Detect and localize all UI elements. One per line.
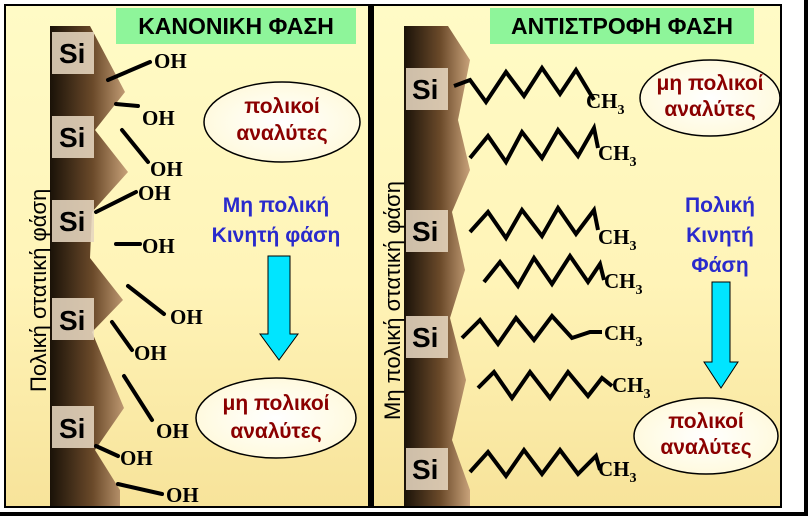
right-alkyl-chains	[453, 64, 614, 480]
reverse-phase-title: ΑΝΤΙΣΤΡΟΦΗ ΦΑΣΗ	[490, 8, 754, 44]
oval-line: αναλύτες	[236, 122, 327, 145]
oval-line: πολικοί	[244, 95, 320, 118]
ch3-group: CH3	[604, 269, 643, 298]
right-si-boxes	[406, 68, 448, 490]
oh-group: OH	[120, 446, 153, 470]
oh-group: OH	[134, 341, 167, 365]
oh-group: OH	[142, 234, 175, 258]
down-arrow-icon	[703, 281, 739, 389]
si-label: Si	[59, 38, 85, 69]
nonpolar-analytes-oval	[195, 377, 357, 459]
mobile-phase-line: Φάση	[691, 254, 748, 277]
si-box	[406, 210, 448, 252]
mobile-phase-line: Κινητή φάση	[212, 224, 341, 247]
si-box	[52, 298, 94, 340]
nonpolar-analytes-oval	[639, 59, 781, 137]
oval-line: αναλύτες	[660, 436, 751, 459]
si-box	[52, 200, 94, 242]
alkyl-chain	[476, 368, 614, 402]
oh-group: OH	[150, 157, 183, 181]
oh-group: OH	[154, 49, 187, 73]
alkyl-chain	[460, 312, 602, 348]
ch3-group: CH3	[612, 373, 651, 402]
si-label: Si	[59, 305, 85, 336]
alkyl-chain	[468, 446, 602, 480]
si-label: Si	[412, 322, 438, 353]
oh-group: OH	[156, 419, 189, 443]
panel-divider	[368, 4, 373, 508]
si-label: Si	[59, 413, 85, 444]
si-box	[52, 116, 94, 158]
oval-line: πολικοί	[668, 410, 744, 433]
oval-line: αναλύτες	[230, 420, 321, 443]
si-box	[406, 68, 448, 110]
si-label: Si	[412, 454, 438, 485]
left-stationary-phase-label: Πολική στατική φάση	[26, 189, 51, 392]
oh-group: OH	[138, 181, 171, 205]
ch3-group: CH3	[598, 457, 637, 486]
si-label: Si	[59, 206, 85, 237]
oh-group: OH	[170, 305, 203, 329]
mobile-phase-line: Πολική	[685, 194, 755, 217]
oh-group: OH	[166, 483, 199, 507]
si-label: Si	[412, 216, 438, 247]
si-label: Si	[412, 74, 438, 105]
ch3-group: CH3	[598, 141, 637, 170]
oh-group: OH	[142, 106, 175, 130]
ch3-labels: CH3 CH3 CH3 CH3 CH3 CH3 CH3	[586, 89, 651, 486]
alkyl-chain	[468, 204, 600, 242]
si-box	[406, 448, 448, 490]
alkyl-chain	[453, 64, 596, 106]
ch3-group: CH3	[598, 225, 637, 254]
mobile-phase-line: Μη πολική	[223, 194, 330, 217]
left-si-boxes	[52, 32, 94, 448]
oval-line: μη πολικοί	[222, 392, 329, 415]
si-box	[406, 316, 448, 358]
si-box	[52, 406, 94, 448]
polar-analytes-oval	[633, 397, 779, 475]
left-oh-bonds	[94, 60, 166, 496]
ch3-group: CH3	[604, 321, 643, 350]
right-silica-column	[404, 26, 470, 506]
polar-analytes-oval	[203, 81, 361, 163]
si-label: Si	[59, 122, 85, 153]
oval-line: αναλύτες	[664, 98, 755, 121]
mobile-phase-line: Κινητή	[686, 224, 754, 247]
ch3-group: CH3	[586, 89, 625, 118]
right-stationary-phase-label: Μη πολική στατική φάση	[380, 181, 405, 420]
oval-line: μη πολικοί	[656, 72, 763, 95]
alkyl-chain	[468, 122, 600, 166]
down-arrow-icon	[259, 255, 299, 361]
alkyl-chain	[482, 252, 606, 290]
normal-phase-title: ΚΑΝΟΝΙΚΗ ΦΑΣΗ	[116, 8, 356, 44]
si-box	[52, 32, 94, 74]
